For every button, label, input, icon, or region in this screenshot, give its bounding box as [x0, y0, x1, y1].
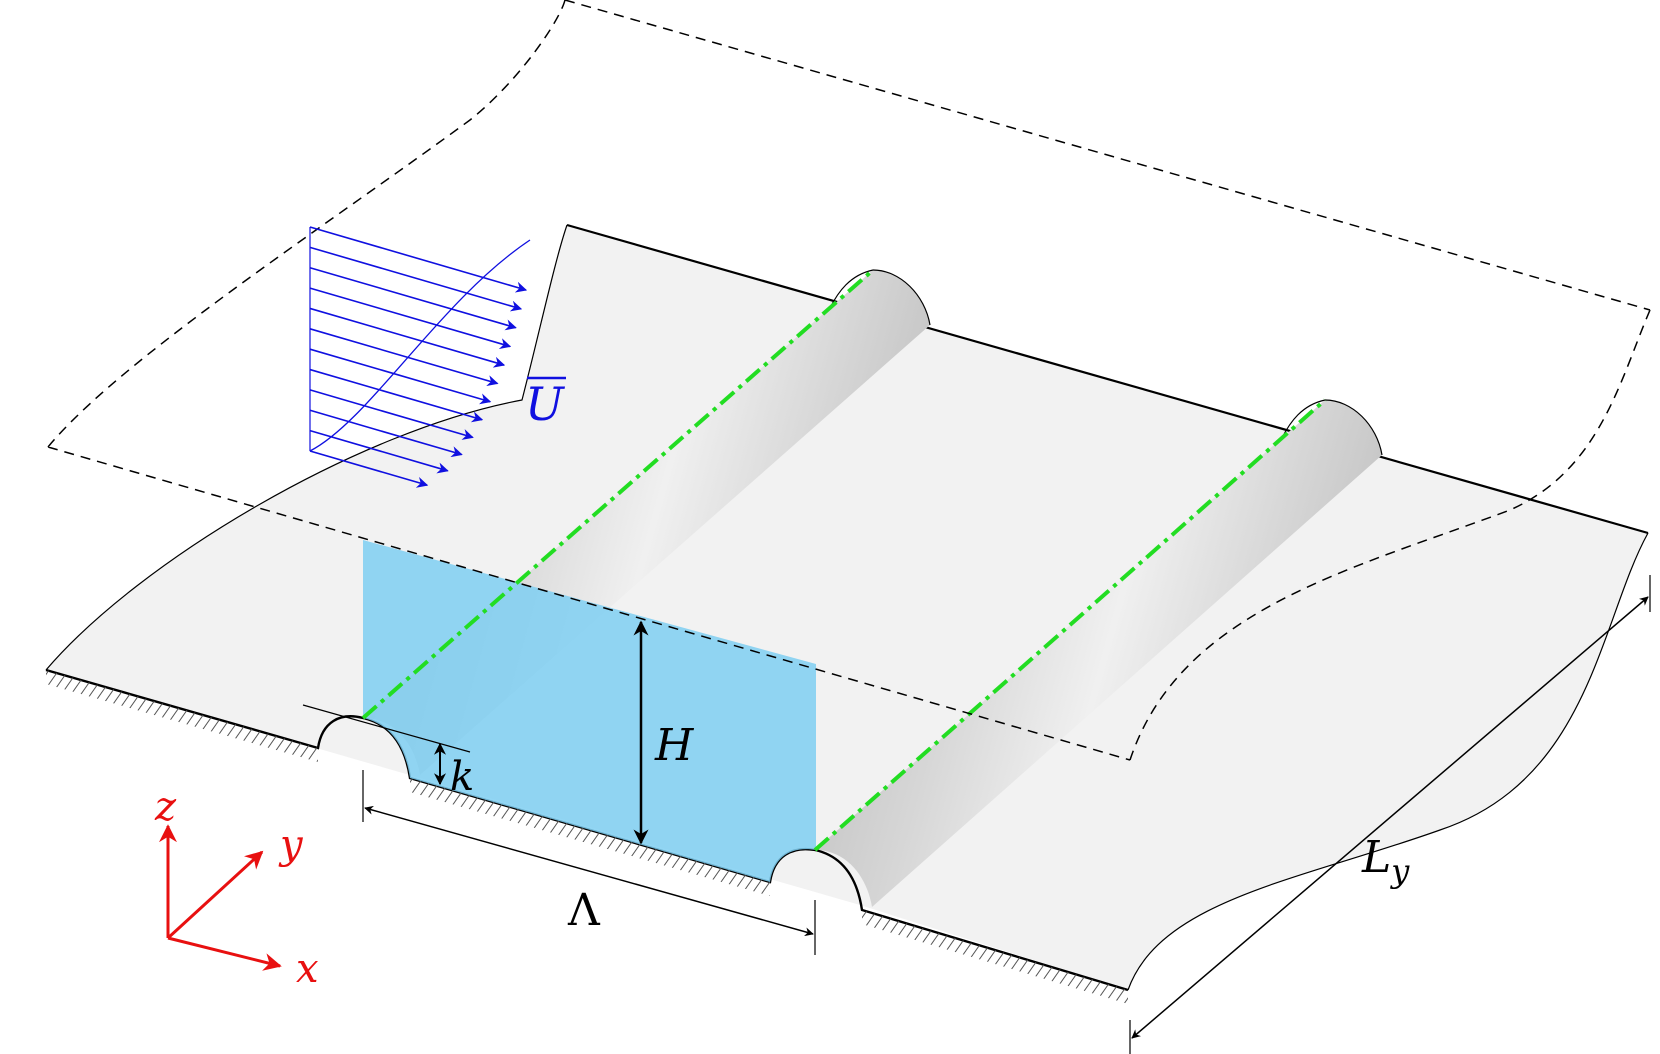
- axis-y-arrow: [166, 850, 264, 940]
- velocity-arrow: [309, 389, 474, 440]
- velocity-arrow: [309, 450, 429, 488]
- rib-1-crest-line: [361, 268, 875, 720]
- velocity-profile: [309, 226, 528, 488]
- velocity-arrow: [309, 287, 512, 350]
- span-label: Ly: [1361, 832, 1410, 890]
- velocity-arrow: [309, 328, 499, 387]
- wall-back-edge: [566, 223, 1649, 535]
- velocity-arrow: [309, 409, 463, 458]
- velocity-arrow: [309, 348, 492, 405]
- velocity-arrow: [309, 307, 506, 368]
- axis-x-label: x: [296, 946, 319, 992]
- wavelength-label: Λ: [567, 885, 601, 936]
- axis-x-arrow: [167, 936, 282, 971]
- axis-y-label: y: [278, 822, 304, 868]
- lambda-dimension-arrow: [364, 805, 814, 937]
- flow-slice-plane: [363, 540, 816, 882]
- velocity-label: U: [525, 377, 566, 431]
- velocity-arrow: [309, 246, 523, 312]
- velocity-arrow: [309, 266, 517, 331]
- velocity-arrow: [309, 368, 484, 423]
- velocity-profile-envelope: [309, 239, 531, 452]
- rib-2-crest-line: [813, 398, 1327, 852]
- velocity-arrow: [309, 429, 449, 474]
- wall-left-edge: [45, 224, 568, 671]
- height-label: H: [654, 720, 695, 771]
- roughness-label: k: [450, 754, 474, 800]
- axis-z-label: z: [154, 784, 177, 830]
- velocity-arrow: [309, 226, 528, 293]
- ly-dimension-arrow: [1131, 596, 1649, 1039]
- coordinate-axes: z y x: [154, 784, 319, 992]
- span-label-sub: y: [1389, 852, 1410, 890]
- span-label-main: L: [1361, 832, 1391, 883]
- domain-top-boundary: [47, 0, 1651, 761]
